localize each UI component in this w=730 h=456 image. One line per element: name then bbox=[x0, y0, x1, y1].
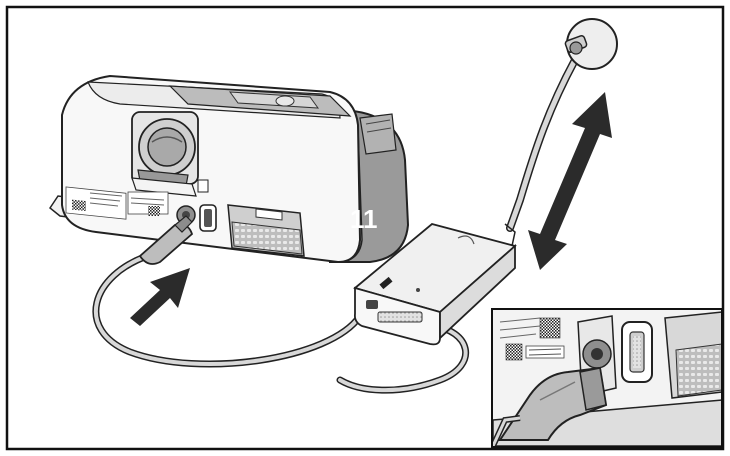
device-label-plate bbox=[65, 186, 169, 220]
round-connector bbox=[564, 18, 618, 70]
insert-arrow-icon bbox=[130, 268, 190, 326]
usb-port bbox=[199, 204, 217, 232]
double-arrow-icon bbox=[528, 92, 612, 270]
air-outlet bbox=[131, 111, 199, 197]
device-number-label: 11 bbox=[350, 204, 378, 234]
inset-detail bbox=[491, 308, 723, 448]
power-cable bbox=[92, 56, 579, 394]
air-filter-grille bbox=[227, 204, 305, 257]
power-plug bbox=[138, 215, 194, 265]
power-adapter bbox=[353, 223, 517, 346]
symbol-icon bbox=[197, 179, 209, 193]
cpap-device: 11 bbox=[48, 74, 410, 264]
